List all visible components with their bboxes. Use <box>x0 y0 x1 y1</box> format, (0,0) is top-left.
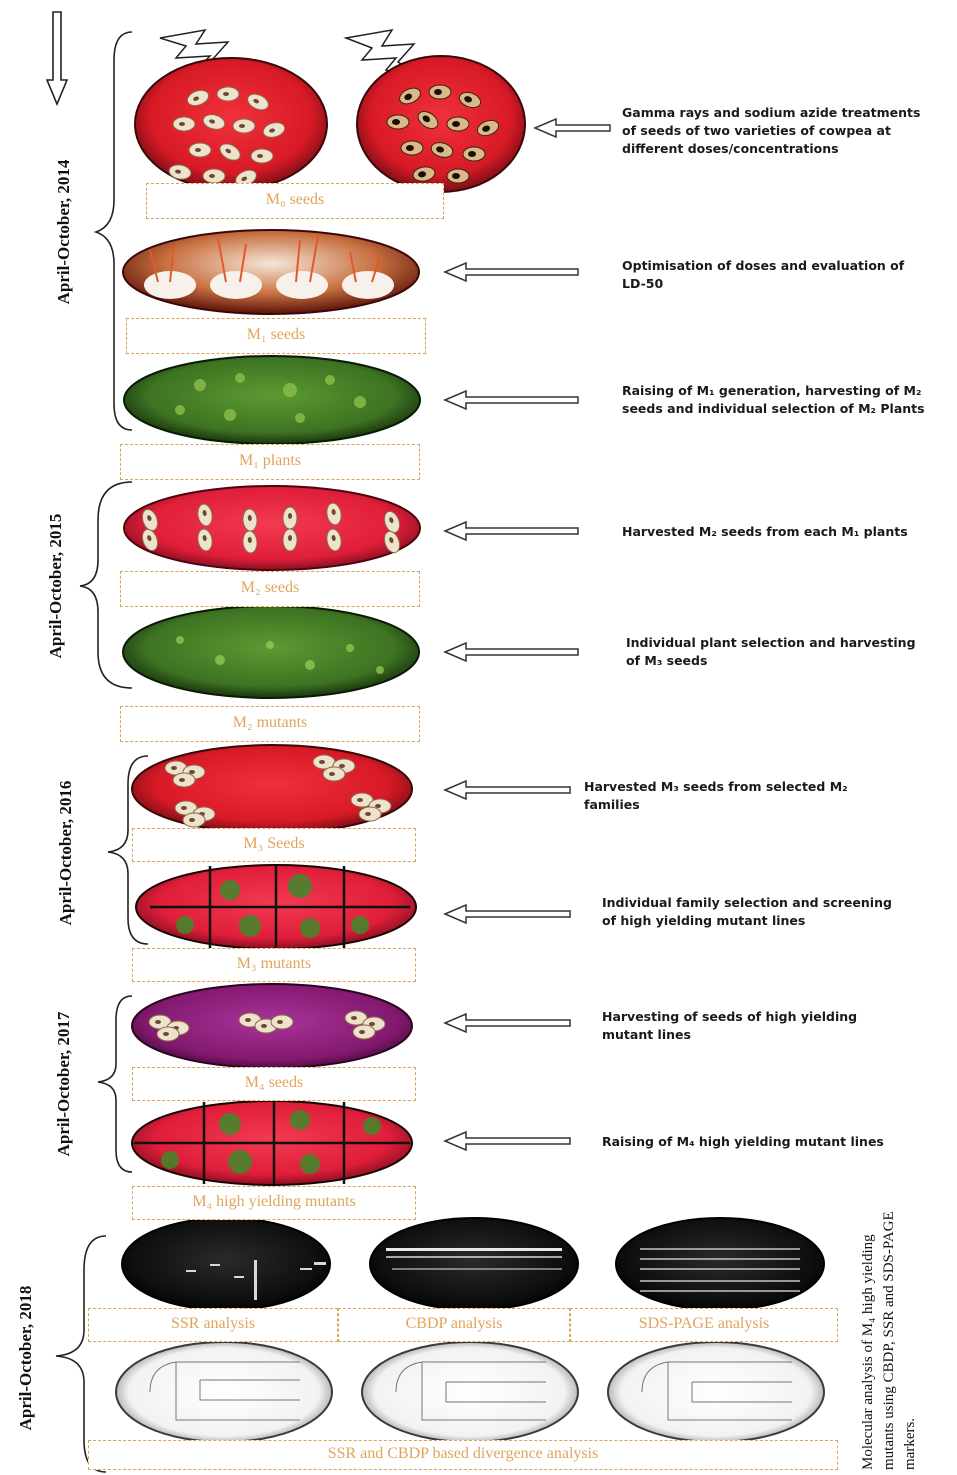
ssr-dendrogram-image <box>116 1342 332 1442</box>
label-m3-seeds: M₃ Seeds <box>132 828 416 862</box>
curly-brace-icon <box>96 32 132 430</box>
label-m0-seeds: M₀ seeds <box>146 183 444 219</box>
label-m2-mutants: M₂ mutants <box>120 706 420 742</box>
label-m1-seeds: M₁ seeds <box>126 318 426 354</box>
m1-plants-image <box>124 356 420 444</box>
cbdp-dendrogram-image <box>362 1342 578 1442</box>
down-arrow-icon <box>47 12 67 104</box>
year-label-2015: April-October, 2015 <box>46 514 66 659</box>
left-arrow-icon <box>535 119 610 137</box>
molecular-analysis-note: Molecular analysis of M₄ high yielding m… <box>858 1211 921 1470</box>
left-arrow-icon <box>445 391 578 409</box>
label-m1-plants: M₁ plants <box>120 444 420 480</box>
m2-seeds-image <box>124 486 420 570</box>
label-m4-seeds: M₄ seeds <box>132 1067 416 1101</box>
label-m2-seeds: M₂ seeds <box>120 571 420 607</box>
m0-black-eye-seeds-plate <box>357 56 525 192</box>
label-m4-mutants: M₄ high yielding mutants <box>132 1186 416 1220</box>
left-arrow-icon <box>445 905 570 923</box>
label-m3-mutants: M₃ mutants <box>132 948 416 982</box>
left-arrow-icon <box>445 522 578 540</box>
m4-mutants-image <box>132 1101 412 1185</box>
year-label-2016: April-October, 2016 <box>56 781 76 926</box>
label-divergence-analysis: SSR and CBDP based divergence analysis <box>88 1440 838 1470</box>
year-label-2017: April-October, 2017 <box>54 1012 74 1157</box>
divergence-dendrogram-image <box>608 1342 824 1442</box>
m0-white-seeds-plate <box>135 58 327 190</box>
curly-brace-icon <box>56 1236 106 1472</box>
m1-germination-image <box>123 230 419 314</box>
left-arrow-icon <box>445 263 578 281</box>
m3-seeds-image <box>132 745 412 833</box>
description-m4-raising: Raising of M₄ high yielding mutant lines <box>602 1133 884 1151</box>
description-m3-harvest: Individual plant selection and harvestin… <box>626 634 916 670</box>
label-sds-page-analysis: SDS-PAGE analysis <box>570 1308 838 1342</box>
left-arrow-icon <box>445 643 578 661</box>
label-ssr-analysis: SSR analysis <box>88 1308 338 1342</box>
sds-page-gel-image <box>616 1218 824 1310</box>
m3-mutants-image <box>136 865 416 949</box>
ssr-gel-image <box>122 1218 330 1310</box>
description-m2-seeds: Harvested M₂ seeds from each M₁ plants <box>622 523 908 541</box>
left-arrow-icon <box>445 1132 570 1150</box>
left-arrow-icon <box>445 781 570 799</box>
label-cbdp-analysis: CBDP analysis <box>338 1308 570 1342</box>
description-family-selection: Individual family selection and screenin… <box>602 894 892 930</box>
curly-brace-icon <box>98 996 132 1172</box>
m4-seeds-image <box>132 984 412 1068</box>
year-label-2018: April-October, 2018 <box>16 1286 36 1431</box>
year-label-2014: April-October, 2014 <box>54 160 74 305</box>
cbdp-gel-image <box>370 1218 578 1310</box>
left-arrow-icon <box>445 1014 570 1032</box>
m2-mutants-image <box>123 606 419 698</box>
description-m1-generation: Raising of M₁ generation, harvesting of … <box>622 382 925 418</box>
